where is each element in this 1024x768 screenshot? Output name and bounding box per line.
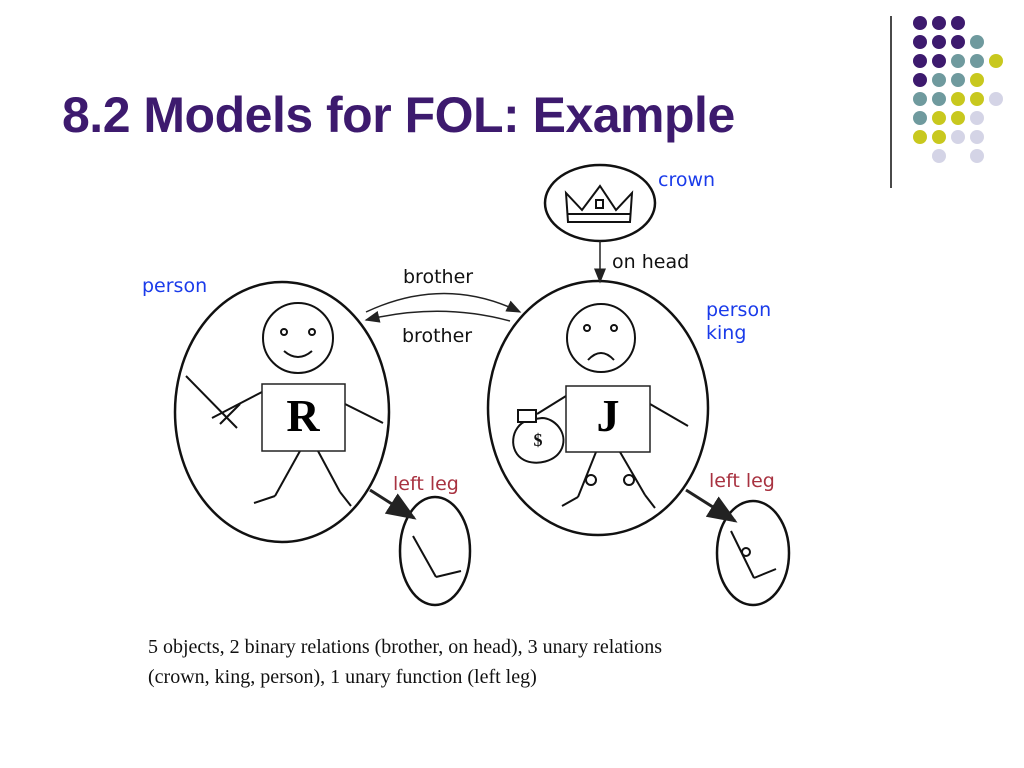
richard-letter: R — [286, 390, 320, 441]
decor-dot — [913, 16, 927, 30]
john-name-box — [565, 385, 651, 453]
crown-label: crown — [658, 169, 715, 191]
decor-dot — [913, 35, 927, 49]
money-symbol: $ — [534, 430, 543, 450]
decor-dot — [970, 73, 984, 87]
decor-dot — [970, 92, 984, 106]
decor-dot — [913, 130, 927, 144]
richard-left-leg-arrow — [369, 488, 417, 520]
decor-dot — [970, 130, 984, 144]
john-left-leg-ellipse — [715, 499, 791, 607]
richard-stick-figure — [185, 302, 384, 507]
john-eye-right — [610, 324, 618, 332]
john-frown — [587, 352, 615, 361]
crown-object-ellipse — [543, 163, 657, 243]
decor-dot — [932, 54, 946, 68]
john-foot-right — [644, 494, 656, 509]
decor-dot — [932, 111, 946, 125]
brother-arrow-top — [365, 292, 522, 313]
on-head-label: on head — [612, 251, 689, 273]
brother-label-top: brother — [403, 266, 473, 288]
decor-dot — [932, 73, 946, 87]
decor-dot — [932, 130, 946, 144]
john-arm-right — [649, 403, 689, 427]
richard-arm-left — [211, 391, 263, 419]
richard-arm-right — [344, 403, 384, 424]
richard-sword-guard — [219, 403, 241, 425]
richard-eye-left — [280, 328, 288, 336]
john-leg-drawing — [730, 530, 777, 579]
decor-dot — [932, 92, 946, 106]
money-bag-icon: $ — [512, 409, 565, 464]
person-label-right: person — [706, 299, 771, 321]
john-foot-left — [561, 496, 579, 507]
decor-dot — [970, 149, 984, 163]
richard-name-box — [261, 383, 346, 452]
decor-dot — [989, 54, 1003, 68]
john-letter: J — [597, 390, 620, 441]
decor-dot — [951, 130, 965, 144]
brother-arrow-bottom — [364, 310, 511, 323]
john-knee-mark-left — [585, 474, 597, 486]
john-left-leg-arrow — [685, 488, 738, 523]
decor-dot — [932, 35, 946, 49]
richard-object-ellipse — [173, 280, 391, 544]
decor-dot — [970, 111, 984, 125]
decor-dot — [989, 92, 1003, 106]
richard-foot-left — [253, 495, 276, 504]
decor-dot — [951, 35, 965, 49]
decor-dot — [932, 16, 946, 30]
decor-dot — [951, 111, 965, 125]
john-eye-left — [583, 324, 591, 332]
crown-icon — [564, 184, 634, 223]
slide-title: 8.2 Models for FOL: Example — [62, 87, 735, 143]
john-arm-left — [536, 395, 567, 415]
decor-dot — [913, 73, 927, 87]
left-leg-label-right: left leg — [709, 470, 775, 492]
fol-model-diagram: R J $ — [142, 163, 791, 607]
john-leg-right — [619, 451, 646, 496]
john-stick-figure — [536, 303, 689, 509]
john-leg-left — [577, 451, 597, 498]
caption-line-1: 5 objects, 2 binary relations (brother, … — [148, 636, 663, 658]
decor-dot — [951, 16, 965, 30]
decorative-divider — [890, 16, 892, 188]
slide-caption: 5 objects, 2 binary relations (brother, … — [148, 632, 808, 692]
richard-sword-blade — [185, 375, 238, 429]
richard-leg-right — [317, 450, 341, 493]
decor-dot — [970, 35, 984, 49]
john-head — [566, 303, 636, 373]
decor-dot — [970, 54, 984, 68]
richard-smile — [283, 350, 313, 358]
king-label: king — [706, 322, 746, 344]
richard-head — [262, 302, 334, 374]
richard-foot-right — [339, 491, 352, 507]
person-label-left: person — [142, 275, 207, 297]
decor-dot — [951, 54, 965, 68]
left-leg-label-left: left leg — [393, 473, 459, 495]
brother-label-bottom: brother — [402, 325, 472, 347]
richard-leg-drawing — [412, 535, 462, 578]
caption-line-2: (crown, king, person), 1 unary function … — [148, 666, 537, 688]
decor-dot — [951, 73, 965, 87]
decorative-dot-grid — [913, 16, 1003, 163]
decor-dot — [913, 92, 927, 106]
richard-left-leg-ellipse — [398, 495, 472, 607]
decor-dot — [913, 111, 927, 125]
richard-leg-left — [274, 450, 301, 497]
richard-eye-right — [308, 328, 316, 336]
decor-dot — [932, 149, 946, 163]
john-knee-mark-right — [623, 474, 635, 486]
decor-dot — [913, 54, 927, 68]
decor-dot — [951, 92, 965, 106]
